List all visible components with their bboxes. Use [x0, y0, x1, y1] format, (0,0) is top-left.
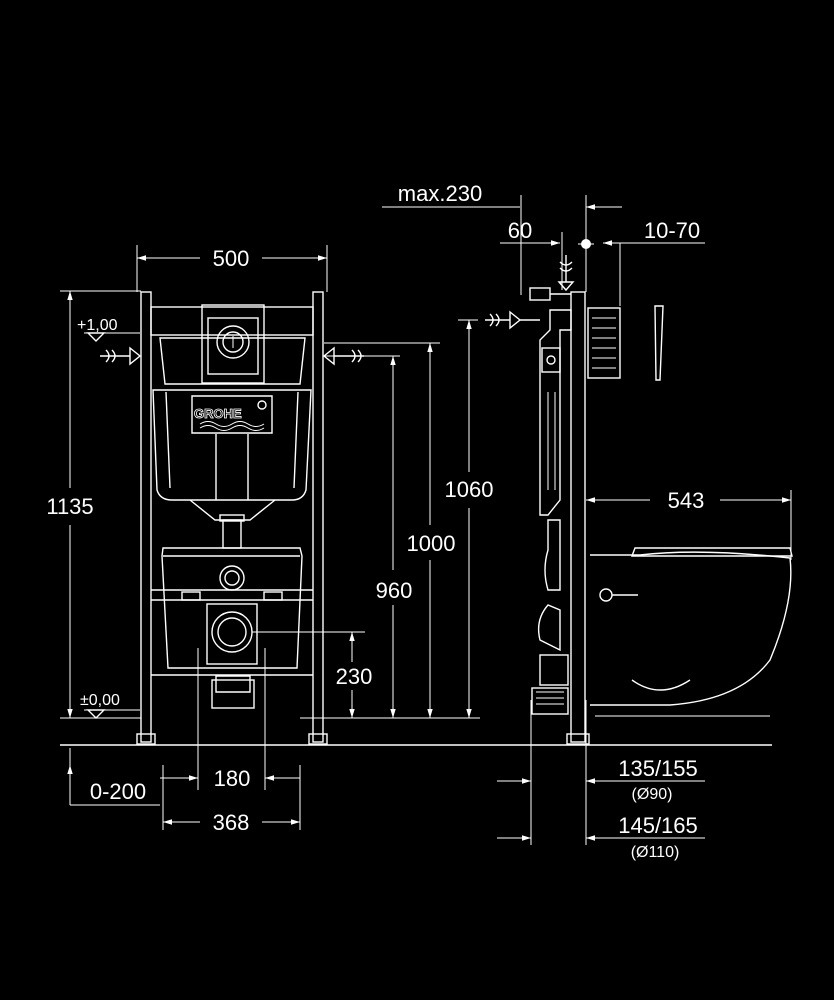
level-zero-symbol: [84, 709, 140, 719]
cistern: GROHE: [152, 337, 312, 549]
label-pipe-d110: (Ø110): [631, 844, 680, 861]
label-1135: 1135: [46, 494, 93, 519]
label-0-200: 0-200: [90, 779, 146, 804]
wc-bowl-side: [590, 547, 793, 717]
dim-max-230: [382, 195, 522, 295]
dim-1135: [60, 290, 141, 719]
label-230: 230: [336, 664, 373, 689]
dim-0-200: [67, 748, 160, 806]
dim-960: [324, 355, 400, 718]
dim-500: [136, 245, 328, 292]
label-1060: 1060: [445, 477, 494, 502]
label-368: 368: [213, 810, 250, 835]
level-top-symbol: [84, 332, 140, 342]
label-145-165: 145/165: [618, 813, 698, 838]
label-500: 500: [213, 246, 250, 271]
front-frame: [136, 291, 328, 745]
flush-actuator: [201, 304, 265, 384]
label-10-70: 10-70: [644, 218, 700, 243]
dim-543: [586, 490, 792, 560]
label-60: 60: [508, 218, 532, 243]
dim-60: [500, 232, 563, 290]
dim-10-70: [586, 204, 705, 306]
side-water-inlet-top: [557, 255, 575, 292]
label-135-155: 135/155: [618, 756, 698, 781]
water-inlet-left: [100, 346, 142, 366]
side-water-inlet: [485, 310, 540, 330]
dim-180: [160, 648, 300, 790]
label-pipe-d90: (Ø90): [632, 786, 673, 803]
label-1000: 1000: [407, 531, 456, 556]
reference-mark: [578, 195, 594, 292]
side-frame: [529, 287, 590, 745]
label-level-top: +1,00: [77, 317, 118, 334]
side-flush-plate: [587, 305, 664, 381]
svg-text:GROHE: GROHE: [194, 406, 242, 421]
dim-230: [252, 631, 365, 718]
label-960: 960: [376, 578, 413, 603]
wc-mounting-plate: [161, 547, 303, 709]
dim-368: [162, 765, 301, 830]
label-543: 543: [668, 488, 705, 513]
dim-1060: [458, 319, 478, 718]
dim-1000: [324, 342, 440, 718]
label-max-230: max.230: [398, 181, 482, 206]
label-level-zero: ±0,00: [80, 692, 120, 709]
label-180: 180: [214, 766, 251, 791]
